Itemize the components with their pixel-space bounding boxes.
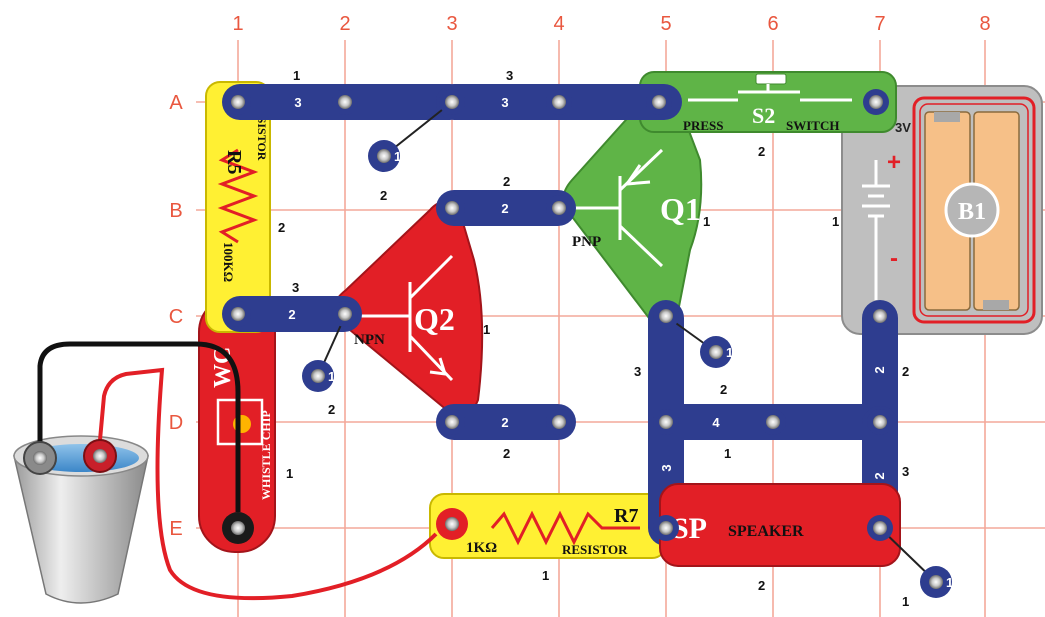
battery-voltage-label: 3V xyxy=(895,120,911,135)
red-lead-wire[interactable] xyxy=(83,367,438,601)
row-label: E xyxy=(169,518,182,540)
single-snap[interactable]: 1 2 xyxy=(302,360,335,417)
wc-name-label: WHISTLE CHIP xyxy=(259,410,273,500)
snap-label: 1 xyxy=(726,345,733,360)
wire-d3-d4[interactable]: 2 2 xyxy=(436,404,576,461)
wc-level: 1 xyxy=(286,466,293,481)
battery-symbol-icon xyxy=(862,160,890,300)
row-label: C xyxy=(169,306,183,328)
column-label: 3 xyxy=(446,13,457,35)
wire-level: 1 xyxy=(724,446,731,461)
q2-id-label: Q2 xyxy=(414,301,455,337)
wire-stripe-number: 2 xyxy=(501,201,508,216)
s2-level: 2 xyxy=(758,144,765,159)
snap-level: 2 xyxy=(380,188,387,203)
single-snap[interactable]: 1 1 xyxy=(902,566,953,609)
wire-level: 3 xyxy=(506,68,513,83)
wire-stripe-number: 2 xyxy=(872,366,887,373)
q1-level: 1 xyxy=(703,214,710,229)
wire-level: 3 xyxy=(902,464,909,479)
snap-level: 2 xyxy=(720,382,727,397)
wire-level: 1 xyxy=(293,68,300,83)
column-label: 6 xyxy=(767,13,778,35)
wire-level: 2 xyxy=(503,446,510,461)
column-label: 5 xyxy=(660,13,671,35)
wire-stripe-number: 3 xyxy=(294,95,301,110)
battery-level: 1 xyxy=(832,214,839,229)
wire-level: 3 xyxy=(634,364,641,379)
snap-level: 2 xyxy=(328,402,335,417)
switch-symbol-icon xyxy=(688,84,852,102)
wire-level: 2 xyxy=(503,174,510,189)
npn-symbol-icon xyxy=(354,254,454,382)
column-label: 4 xyxy=(553,13,564,35)
snap-label: 1 xyxy=(328,369,335,384)
resistor-zigzag-icon xyxy=(217,148,259,244)
r7-value-label: 1KΩ xyxy=(466,540,497,556)
whistle-chip-wc[interactable]: WC WHISTLE CHIP 1 xyxy=(198,295,293,553)
snap-level: 1 xyxy=(902,594,909,609)
r5-level: 2 xyxy=(278,220,285,235)
snap-terminals xyxy=(222,89,893,544)
wire-b3-b4[interactable]: 2 2 xyxy=(436,174,576,226)
wire-c7-d7[interactable]: 2 2 xyxy=(862,300,909,440)
r5-value-label: 100KΩ xyxy=(221,242,236,282)
single-snap[interactable]: 1 2 xyxy=(368,140,401,203)
column-labels: 1 2 3 4 5 6 7 8 xyxy=(232,13,990,35)
s2-label-right: SWITCH xyxy=(786,118,839,133)
s2-id-label: S2 xyxy=(752,103,775,128)
s2-label-left: PRESS xyxy=(683,118,723,133)
battery-id-badge xyxy=(944,182,1000,238)
row-label: B xyxy=(169,200,182,222)
snap-label: 1 xyxy=(946,575,953,590)
battery-holder-b1[interactable]: B1 3V + - 1 xyxy=(832,85,1043,335)
r7-level: 1 xyxy=(542,568,549,583)
q1-type-label: PNP xyxy=(572,234,601,250)
wire-stripe-number: 2 xyxy=(872,472,887,479)
battery-id-label: B1 xyxy=(958,199,986,225)
wire-stripe-number: 4 xyxy=(712,415,720,430)
q1-id-label: Q1 xyxy=(660,191,701,227)
resistor-zigzag-icon xyxy=(490,510,640,546)
q2-type-label: NPN xyxy=(354,332,385,348)
r7-id-label: R7 xyxy=(614,505,638,527)
row-labels: A B C D E xyxy=(169,92,184,540)
wire-c1-c2[interactable]: 2 3 xyxy=(222,280,362,332)
snap-label: 1 xyxy=(394,149,401,164)
column-label: 2 xyxy=(339,13,350,35)
wire-stripe-number: 3 xyxy=(501,95,508,110)
r5-id-label: R5 xyxy=(223,150,245,174)
column-label: 8 xyxy=(979,13,990,35)
q2-level: 1 xyxy=(483,322,490,337)
battery-plus-sign: + xyxy=(887,149,901,176)
wire-level: 3 xyxy=(292,280,299,295)
wire-level: 2 xyxy=(902,364,909,379)
r7-name-label: RESISTOR xyxy=(562,542,628,557)
row-label: D xyxy=(169,412,183,434)
single-snap[interactable]: 1 2 xyxy=(700,336,733,397)
sp-name-label: SPEAKER xyxy=(728,523,804,540)
press-switch-s2[interactable]: S2 PRESS SWITCH 2 xyxy=(639,71,897,159)
battery-minus-sign: - xyxy=(890,245,898,272)
speaker-sp[interactable]: SP SPEAKER 2 xyxy=(659,483,901,593)
wire-stripe-number: 3 xyxy=(659,464,674,471)
column-label: 1 xyxy=(232,13,243,35)
black-lead-wire[interactable] xyxy=(23,341,241,512)
resistor-r7[interactable]: R7 1KΩ RESISTOR 1 xyxy=(429,493,667,583)
column-label: 7 xyxy=(874,13,885,35)
row-label: A xyxy=(169,92,183,114)
sp-level: 2 xyxy=(758,578,765,593)
wire-stripe-number: 2 xyxy=(501,415,508,430)
wire-stripe-number: 2 xyxy=(288,307,295,322)
